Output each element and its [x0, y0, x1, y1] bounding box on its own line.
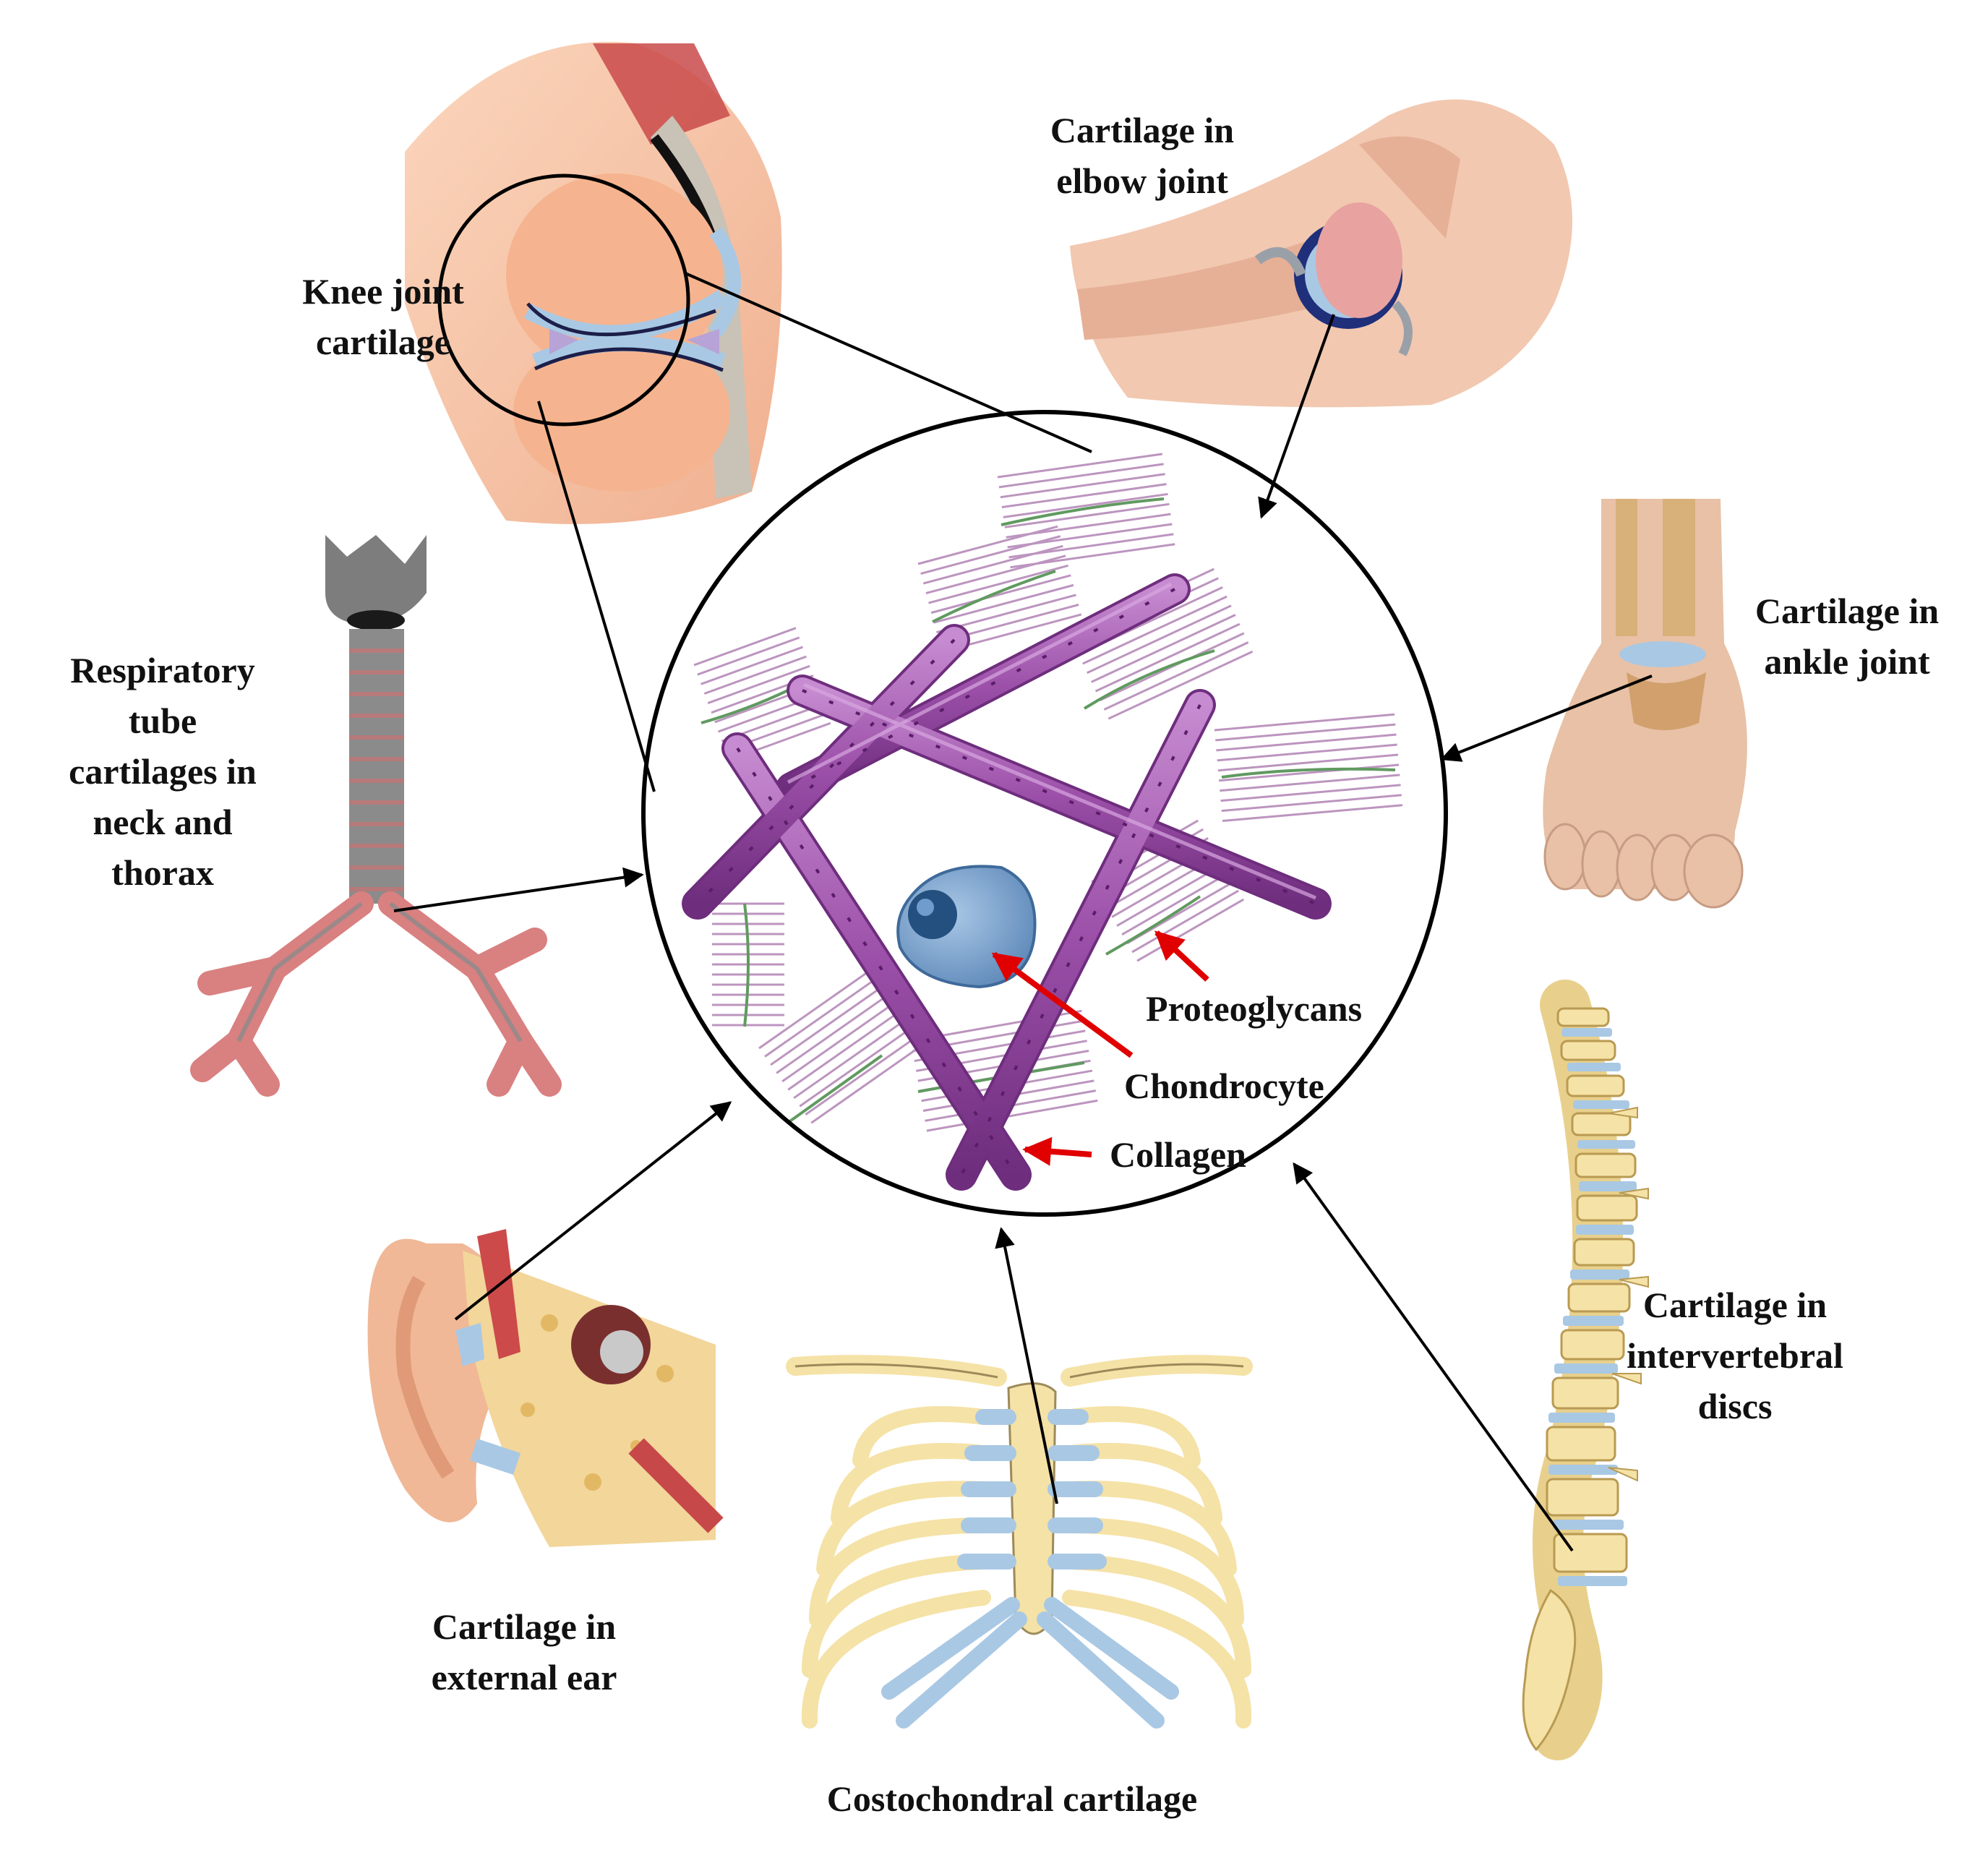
ankle-arrow	[1440, 675, 1653, 762]
elbow-label: Cartilage in elbow joint	[1023, 105, 1261, 206]
collagen-label: Collagen	[1110, 1129, 1246, 1180]
knee-zoom-circle	[437, 174, 690, 427]
chondrocyte-label-text: Chondrocyte	[1124, 1066, 1324, 1106]
ear-illustration	[367, 1229, 724, 1547]
cartilage-matrix	[682, 453, 1403, 1191]
ankle-label: Cartilage in ankle joint	[1728, 586, 1966, 687]
ear-label: Cartilage in external ear	[401, 1601, 647, 1703]
ankle-label-line-1: Cartilage in	[1755, 591, 1940, 631]
ankle-illustration	[1543, 499, 1747, 909]
elbow-label-line-2: elbow joint	[1056, 160, 1228, 201]
ear-label-line-1: Cartilage in	[432, 1606, 617, 1647]
ribcage-illustration	[786, 1355, 1253, 1729]
respiratory-label: Respiratory tube cartilages in neck and …	[36, 645, 289, 898]
knee-connector-lower	[537, 401, 656, 792]
spine-arrow	[1293, 1162, 1574, 1552]
proteoglycans-label: Proteoglycans	[1146, 983, 1362, 1034]
respiratory-label-line-5: thorax	[111, 852, 214, 893]
chondrocyte-pointer	[991, 951, 1134, 1058]
spine-label-line-2: intervertebral	[1627, 1335, 1843, 1376]
knee-label: Knee joint cartilage	[275, 266, 492, 367]
red-pointer-arrows	[991, 930, 1209, 1166]
matrix-zoom-circle	[641, 410, 1448, 1217]
ribcage-arrow	[995, 1227, 1058, 1504]
collagen-fibrils	[682, 573, 1332, 1191]
collagen-label-text: Collagen	[1110, 1134, 1246, 1175]
ankle-label-line-2: ankle joint	[1764, 641, 1930, 682]
ear-arrow	[454, 1101, 732, 1321]
respiratory-label-line-2: tube	[128, 701, 197, 741]
spine-illustration	[1522, 980, 1649, 1760]
respiratory-arrow	[393, 867, 644, 912]
respiratory-label-line-1: Respiratory	[70, 650, 255, 690]
respiratory-illustration	[190, 535, 562, 1097]
respiratory-label-line-4: neck and	[93, 802, 233, 842]
costochondral-label: Costochondral cartilage	[745, 1773, 1280, 1824]
elbow-illustration	[1070, 99, 1572, 408]
knee-label-line-2: cartilage	[315, 322, 450, 362]
spine-label-line-3: discs	[1697, 1386, 1773, 1426]
collagen-pointer	[1022, 1136, 1092, 1166]
elbow-label-line-1: Cartilage in	[1050, 110, 1235, 150]
respiratory-label-line-3: cartilages in	[69, 751, 257, 792]
knee-connector-upper	[685, 272, 1092, 453]
ear-label-line-2: external ear	[431, 1657, 617, 1697]
spine-label-line-1: Cartilage in	[1642, 1285, 1828, 1325]
chondrocyte-label: Chondrocyte	[1124, 1061, 1324, 1111]
spine-label: Cartilage in intervertebral discs	[1598, 1280, 1872, 1431]
proteoglycans-pointer	[1154, 930, 1209, 982]
proteoglycan-aggregates	[693, 453, 1403, 1132]
knee-label-line-1: Knee joint	[302, 271, 464, 312]
costochondral-label-text: Costochondral cartilage	[826, 1778, 1198, 1819]
proteoglycans-label-text: Proteoglycans	[1146, 988, 1363, 1029]
connector-lines	[393, 272, 1653, 1552]
elbow-arrow	[1258, 314, 1335, 519]
